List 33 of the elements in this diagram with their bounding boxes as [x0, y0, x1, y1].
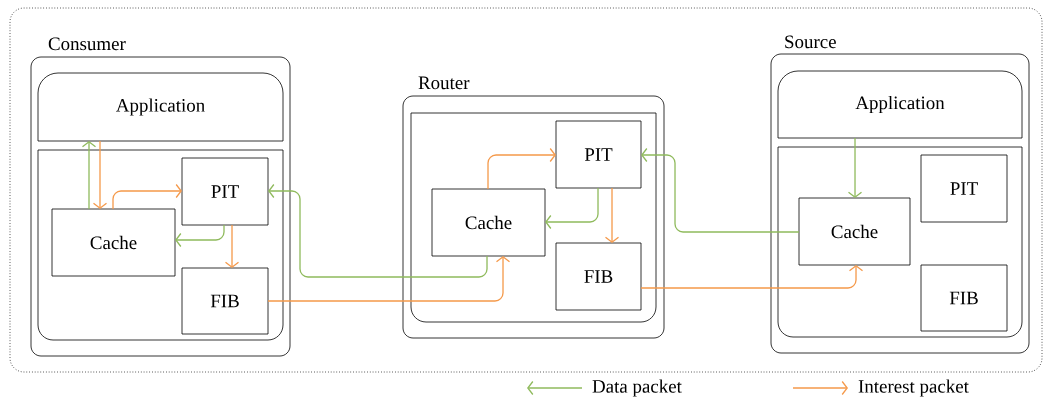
dotted-frame — [9, 7, 1043, 373]
arrow — [92, 140, 108, 209]
panel-box — [777, 146, 1023, 338]
table-box: PIT — [181, 157, 269, 226]
table-box: FIB — [555, 242, 642, 311]
application-box: Application — [37, 72, 284, 142]
arrow — [175, 224, 225, 248]
table-box: FIB — [920, 264, 1008, 332]
arrow — [81, 141, 97, 210]
arrow — [112, 183, 182, 210]
node-label: Consumer — [48, 37, 126, 51]
arrow — [545, 187, 599, 230]
arrow — [847, 137, 863, 198]
arrow — [487, 147, 556, 190]
node-label: Router — [418, 76, 470, 90]
legend-label: Data packet — [592, 379, 682, 397]
table-box: Cache — [431, 188, 546, 257]
arrow — [267, 256, 511, 302]
legend-label: Interest packet — [858, 379, 969, 397]
arrow — [640, 265, 864, 289]
table-box: PIT — [920, 154, 1008, 223]
table-box: Cache — [51, 208, 176, 277]
arrow — [641, 147, 800, 233]
panel-box — [410, 112, 657, 323]
arrow — [604, 187, 620, 243]
table-box: FIB — [181, 267, 269, 335]
arrow — [224, 224, 240, 268]
application-box: Application — [777, 70, 1023, 139]
arrow — [268, 183, 488, 278]
panel-box — [37, 149, 284, 341]
node-label: Source — [785, 35, 836, 49]
table-box: PIT — [555, 120, 642, 189]
table-box: Cache — [798, 197, 911, 266]
